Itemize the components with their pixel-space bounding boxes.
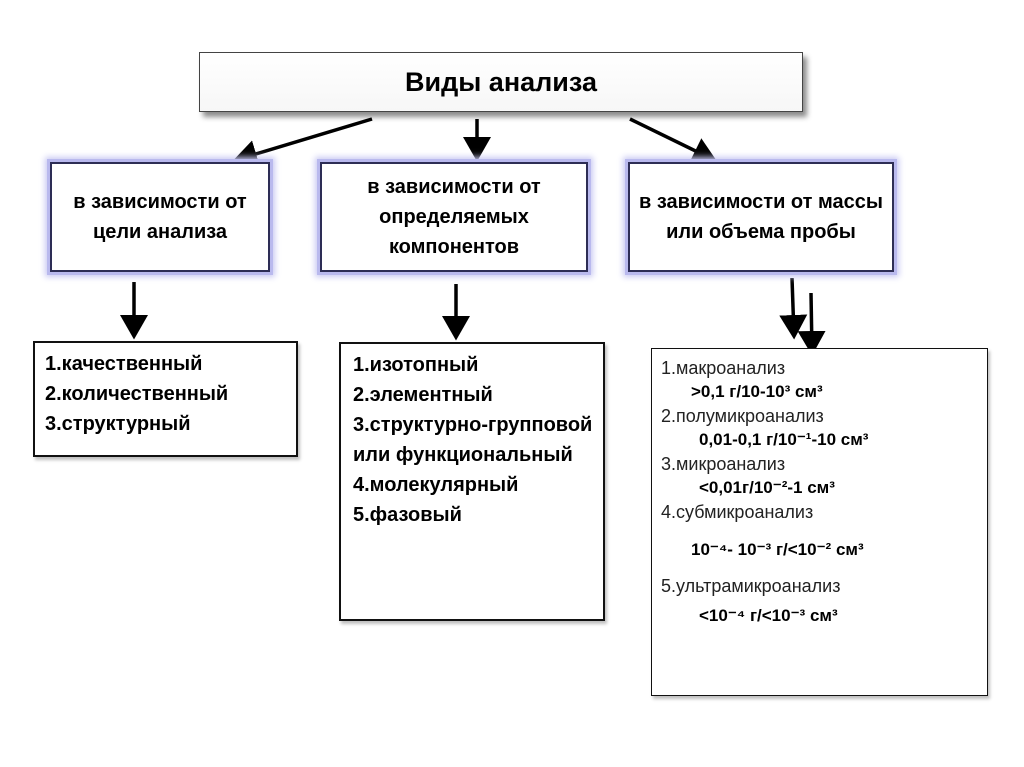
- mass-item-name: 4.субмикроанализ: [661, 502, 814, 522]
- mass-item-name: 2.полумикроанализ: [661, 406, 824, 426]
- component-types-list: 1.изотопный 2.элементный 3.структурно-гр…: [339, 342, 605, 621]
- list-item: 2.количественный: [45, 383, 229, 405]
- mass-item: 2.полумикроанализ 0,01-0,1 г/10⁻¹-10 см³: [661, 405, 987, 453]
- mass-item-range: <10⁻⁴ г/<10⁻³ см³: [699, 606, 838, 625]
- mass-item-range: <0,01г/10⁻²-1 см³: [699, 478, 835, 497]
- mass-item-range: 10⁻⁴- 10⁻³ г/<10⁻² см³: [691, 540, 864, 559]
- list-item: 4.молекулярный: [353, 474, 519, 496]
- mass-item-name: 5.ультрамикроанализ: [661, 576, 841, 596]
- mass-item-name: 3.микроанализ: [661, 454, 786, 474]
- category-components-label: в зависимости от определяемых компоненто…: [367, 176, 541, 258]
- mass-item: 5.ультрамикроанализ <10⁻⁴ г/<10⁻³ см³: [661, 575, 987, 629]
- mass-item: 1.макроанализ >0,1 г/10-10³ см³: [661, 357, 987, 405]
- mass-item-range: 0,01-0,1 г/10⁻¹-10 см³: [699, 430, 869, 449]
- category-mass: в зависимости от массы или объема пробы: [628, 162, 894, 272]
- mass-item-name: 1.макроанализ: [661, 358, 786, 378]
- list-item: 2.элементный: [353, 384, 493, 406]
- goal-types-list: 1.качественный 2.количественный 3.структ…: [33, 341, 298, 457]
- list-item: 3.структурный: [45, 413, 191, 435]
- mass-item: 4.субмикроанализ 10⁻⁴- 10⁻³ г/<10⁻² см³: [661, 501, 987, 575]
- list-item: 1.изотопный: [353, 354, 479, 376]
- arrow-cat3-to-mass-a: [779, 277, 808, 340]
- mass-item-range: >0,1 г/10-10³ см³: [691, 382, 823, 401]
- arrow-title-to-cat1: [232, 117, 373, 168]
- category-components: в зависимости от определяемых компоненто…: [320, 162, 588, 272]
- arrow-cat3-to-mass-b: [797, 292, 826, 356]
- list-item: 5.фазовый: [353, 504, 462, 526]
- list-item: 3.структурно-групповой или функциональны…: [353, 414, 593, 466]
- mass-item: 3.микроанализ <0,01г/10⁻²-1 см³: [661, 453, 987, 501]
- diagram-title: Виды анализа: [199, 52, 803, 112]
- arrow-title-to-cat3: [629, 117, 718, 164]
- category-goal: в зависимости от цели анализа: [50, 162, 270, 272]
- category-goal-label: в зависимости от цели анализа: [73, 191, 247, 243]
- list-item: 1.качественный: [45, 353, 203, 375]
- mass-types-list: 1.макроанализ >0,1 г/10-10³ см³ 2.полуми…: [651, 348, 988, 696]
- category-mass-label: в зависимости от массы или объема пробы: [639, 191, 883, 243]
